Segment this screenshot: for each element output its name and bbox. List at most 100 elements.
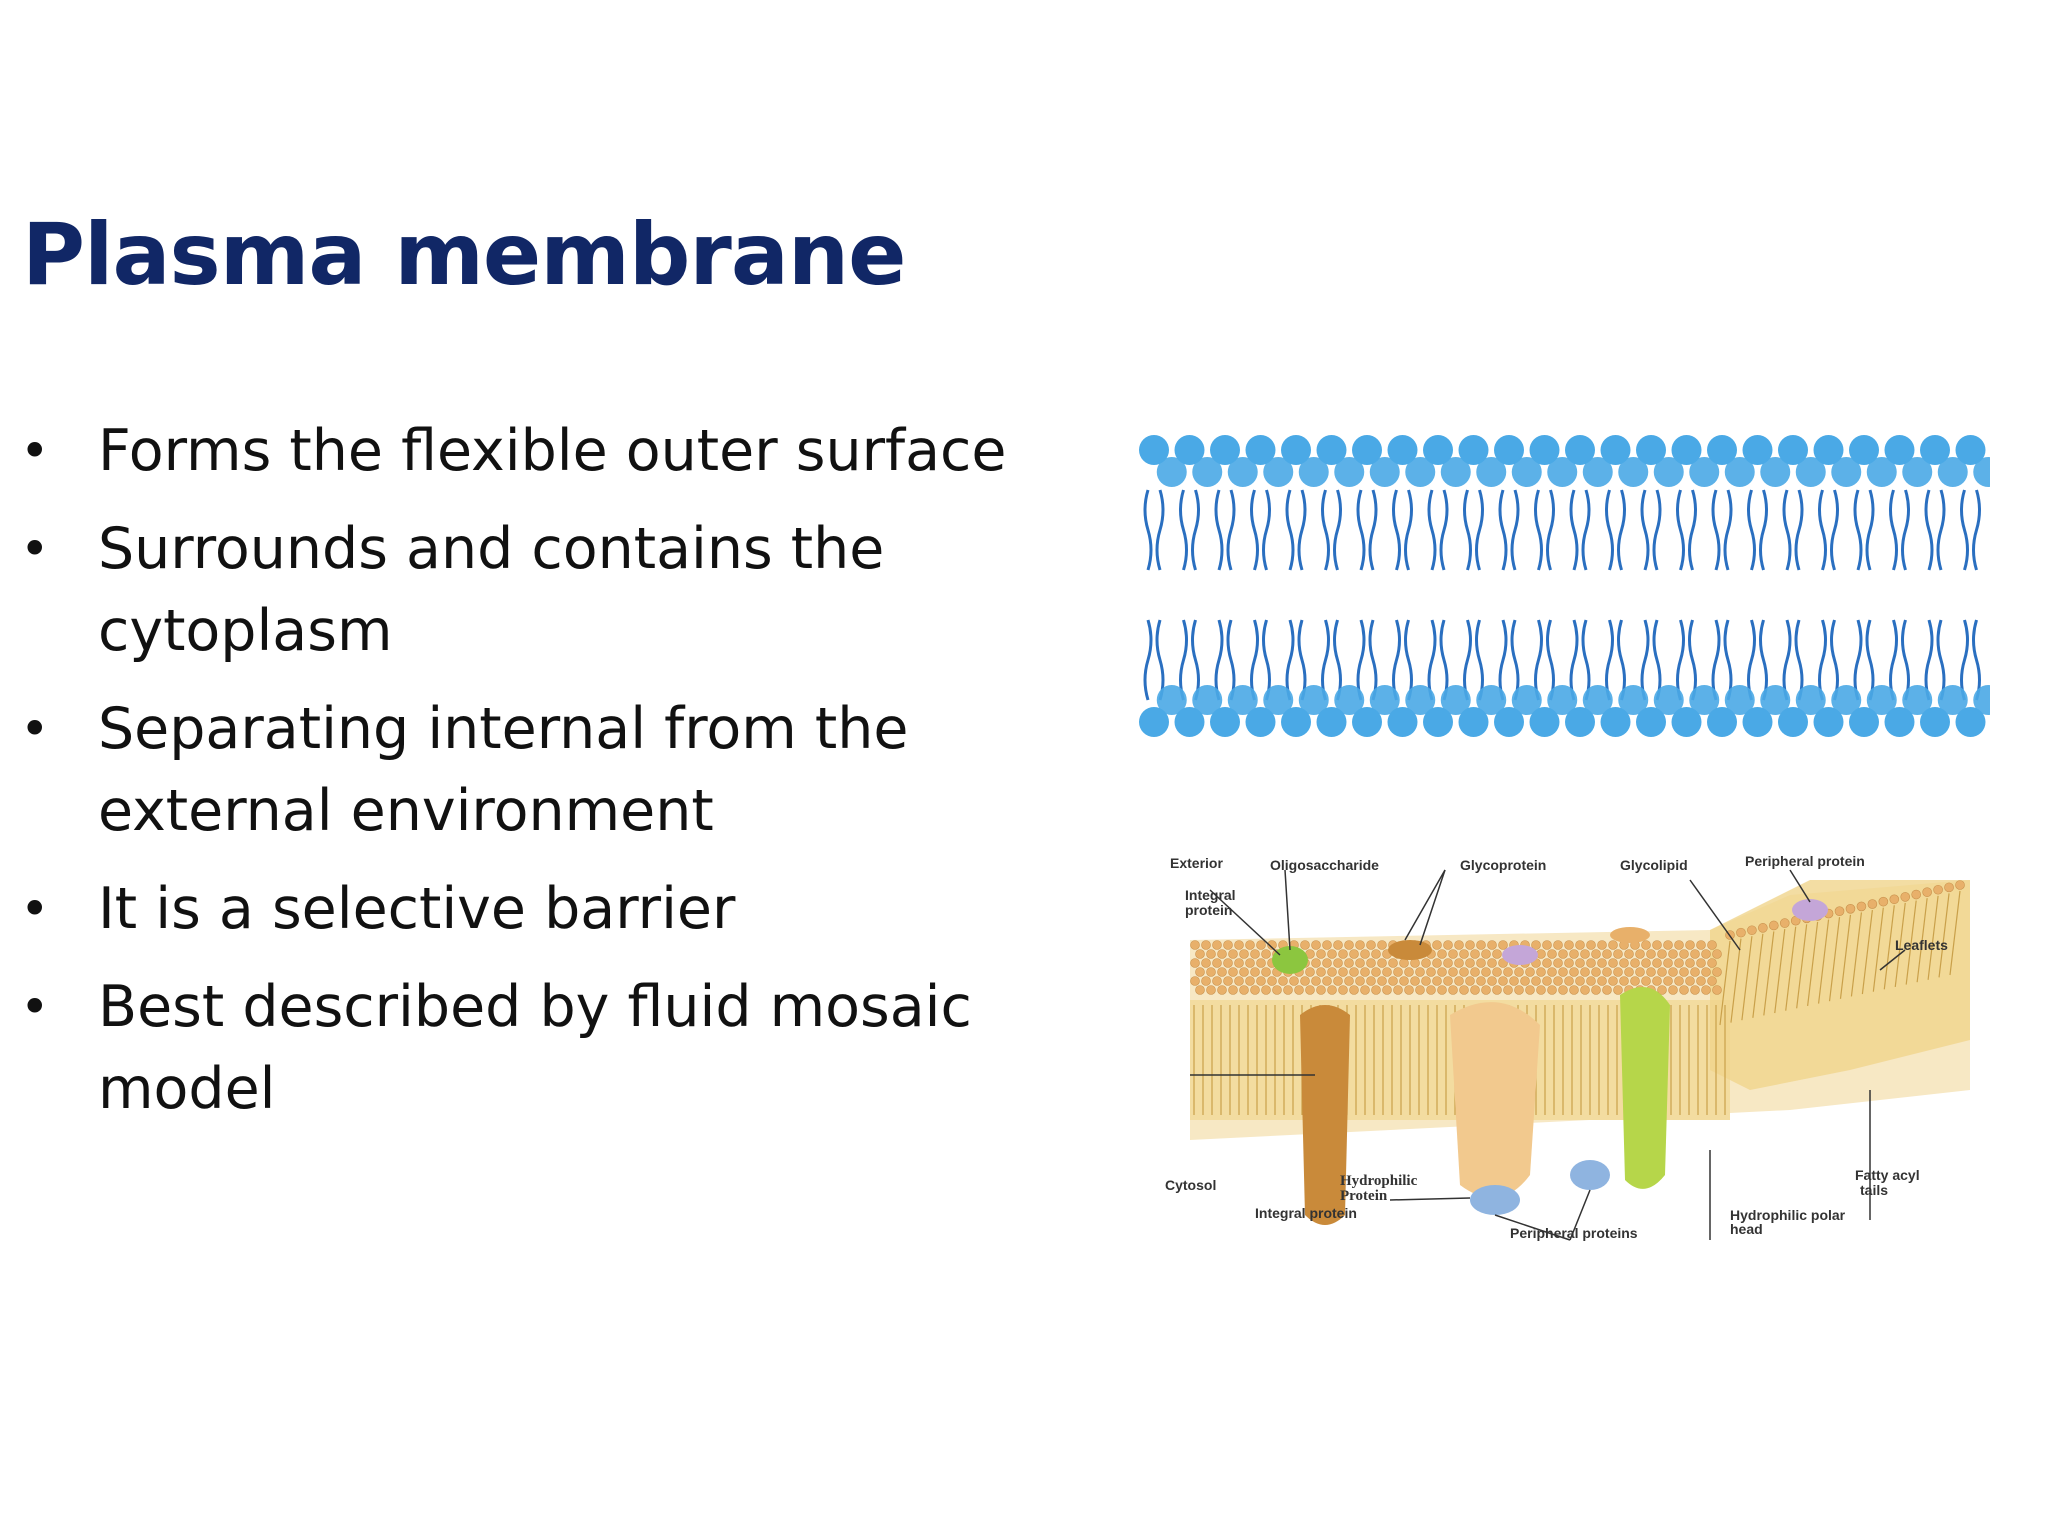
lipid-head bbox=[1476, 457, 1507, 487]
lipid-head bbox=[1421, 976, 1431, 986]
lipid-head bbox=[1937, 685, 1968, 715]
lipid-head bbox=[1333, 976, 1343, 986]
label-exterior: Exterior bbox=[1170, 855, 1223, 871]
lipid-head bbox=[1878, 896, 1889, 907]
lipid-head bbox=[1520, 976, 1530, 986]
lipid-head bbox=[1630, 976, 1640, 986]
lipid-head bbox=[1529, 707, 1560, 737]
lipid-head bbox=[1955, 707, 1986, 737]
lipid-head bbox=[1685, 958, 1695, 968]
label-hydrophilic-head-2: head bbox=[1730, 1221, 1763, 1237]
lipid-head bbox=[1432, 940, 1442, 950]
lipid-tail bbox=[1711, 619, 1721, 701]
lipid-head bbox=[1382, 985, 1392, 995]
lipid-head bbox=[1190, 976, 1200, 986]
lipid-head bbox=[1227, 685, 1258, 715]
lipid-head bbox=[1712, 985, 1722, 995]
lipid-head bbox=[1696, 940, 1706, 950]
lipid-head bbox=[1494, 707, 1524, 737]
integral-protein-brown bbox=[1300, 1005, 1350, 1225]
lipid-head bbox=[1465, 958, 1475, 968]
lipid-head bbox=[1569, 967, 1579, 977]
lipid-head bbox=[1223, 976, 1233, 986]
lipid-tail bbox=[1179, 619, 1188, 701]
lipid-tail bbox=[1865, 489, 1875, 571]
lipid-head bbox=[1498, 940, 1508, 950]
lipid-head bbox=[1542, 958, 1552, 968]
lipid-head bbox=[1322, 976, 1332, 986]
lipid-head bbox=[1580, 985, 1590, 995]
lipid-tail bbox=[1723, 489, 1733, 571]
lipid-head bbox=[1636, 707, 1666, 737]
lipid-head bbox=[1156, 685, 1187, 715]
lipid-tail bbox=[1463, 619, 1472, 701]
lipid-tail bbox=[1796, 924, 1808, 1009]
lipid-head bbox=[1195, 985, 1205, 995]
lipid-tail bbox=[1498, 619, 1508, 701]
lipid-head bbox=[1223, 958, 1233, 968]
lipid-tail bbox=[1865, 619, 1875, 701]
lipid-tail bbox=[1723, 619, 1733, 701]
bullet-item: • Forms the flexible outer surface bbox=[0, 410, 1060, 492]
lipid-head bbox=[1448, 967, 1458, 977]
lipid-tail bbox=[1960, 489, 1969, 571]
lipid-tail bbox=[1850, 912, 1863, 997]
lipid-head bbox=[1668, 967, 1678, 977]
lipid-head bbox=[1867, 899, 1878, 909]
lipid-head bbox=[1922, 887, 1932, 897]
lipid-head bbox=[1415, 967, 1425, 977]
glycoprotein-blob bbox=[1388, 940, 1432, 960]
lipid-tail bbox=[1747, 489, 1756, 571]
lipid-head bbox=[1580, 967, 1590, 977]
lipid-head bbox=[1311, 940, 1321, 950]
lipid-head bbox=[1671, 707, 1702, 737]
lipid-head bbox=[1657, 949, 1667, 959]
lipid-head bbox=[1212, 958, 1222, 968]
lipid-head bbox=[1674, 976, 1684, 986]
lipid-head bbox=[1575, 940, 1585, 950]
lipid-head bbox=[1679, 967, 1689, 977]
lipid-tail bbox=[1191, 489, 1200, 571]
lipid-head bbox=[1423, 707, 1453, 737]
lipid-head bbox=[1701, 985, 1711, 995]
lipid-head bbox=[1366, 976, 1376, 986]
lipid-tail bbox=[1719, 940, 1731, 1026]
label-hydrophilic-protein-2: Protein bbox=[1340, 1188, 1388, 1204]
lipid-head bbox=[1174, 707, 1205, 737]
bullet-list: • Forms the flexible outer surface • Sur… bbox=[0, 410, 1060, 1146]
lipid-head bbox=[1575, 976, 1585, 986]
lipid-head bbox=[1481, 985, 1491, 995]
lipid-head bbox=[1685, 976, 1695, 986]
lipid-tail bbox=[1297, 489, 1307, 571]
lipid-head bbox=[1690, 967, 1700, 977]
lipid-head bbox=[1487, 958, 1497, 968]
lipid-tail bbox=[1226, 619, 1236, 701]
bullet-dot: • bbox=[20, 520, 50, 578]
bullet-dot: • bbox=[20, 422, 50, 480]
lipid-head bbox=[1586, 976, 1596, 986]
lipid-head bbox=[1283, 985, 1293, 995]
lipid-head bbox=[1470, 949, 1480, 959]
lipid-head bbox=[1327, 949, 1337, 959]
lipid-tail bbox=[1475, 619, 1484, 701]
lipid-head bbox=[1298, 457, 1329, 487]
lipid-head bbox=[1591, 967, 1601, 977]
lipid-head bbox=[1671, 435, 1702, 465]
lipid-head bbox=[1636, 435, 1666, 465]
lipid-tail bbox=[1972, 619, 1981, 701]
lipid-head bbox=[1613, 967, 1623, 977]
lipid-head bbox=[1440, 457, 1471, 487]
lipid-tail bbox=[1191, 619, 1200, 701]
lipid-tail bbox=[1439, 489, 1449, 571]
lipid-head bbox=[1652, 958, 1662, 968]
lipid-head bbox=[1377, 976, 1387, 986]
lipid-head bbox=[1690, 985, 1700, 995]
lipid-head bbox=[1624, 949, 1634, 959]
lipid-head bbox=[1889, 894, 1900, 905]
lipid-head bbox=[1210, 707, 1240, 737]
lipid-head bbox=[1410, 976, 1420, 986]
lipid-tail bbox=[1759, 489, 1768, 571]
lipid-head bbox=[1657, 985, 1667, 995]
lipid-head bbox=[1600, 435, 1631, 465]
lipid-head bbox=[1465, 976, 1475, 986]
